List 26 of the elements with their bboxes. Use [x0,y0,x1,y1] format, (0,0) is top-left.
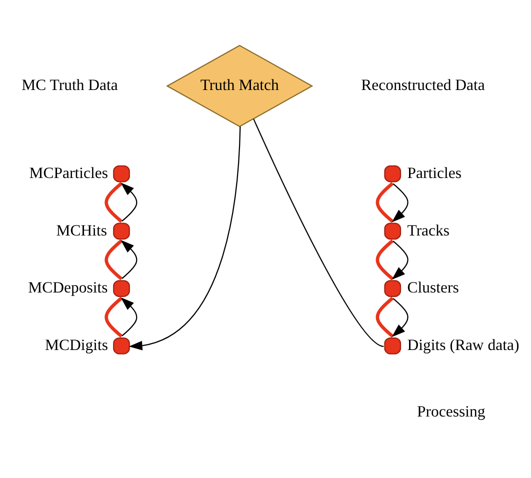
node-label: Particles [407,164,462,182]
node-label: MCParticles [29,164,108,182]
connector [104,239,123,280]
connector [376,296,394,338]
label: Processing [417,403,486,420]
arrow [392,183,408,222]
arrow [120,297,138,336]
node-diamond: Truth Match [166,44,314,128]
node-label: Digits (Raw data) [407,337,520,354]
connector [376,239,394,280]
connector [104,296,123,338]
node-label: MCHits [56,222,108,240]
label: Reconstructed Data [361,77,485,94]
arrow [392,298,408,338]
connector [253,118,384,347]
connector [104,182,123,223]
node-label: MCDeposits [28,280,108,297]
node-label: MCDigits [45,337,108,354]
arrow [128,126,241,350]
arrow [120,182,138,222]
node-label: Clusters [407,280,459,297]
arrow [392,240,408,280]
label: MC Truth Data [22,77,118,94]
connector [376,182,394,223]
node-label: Tracks [407,222,450,240]
arrow [120,240,138,279]
